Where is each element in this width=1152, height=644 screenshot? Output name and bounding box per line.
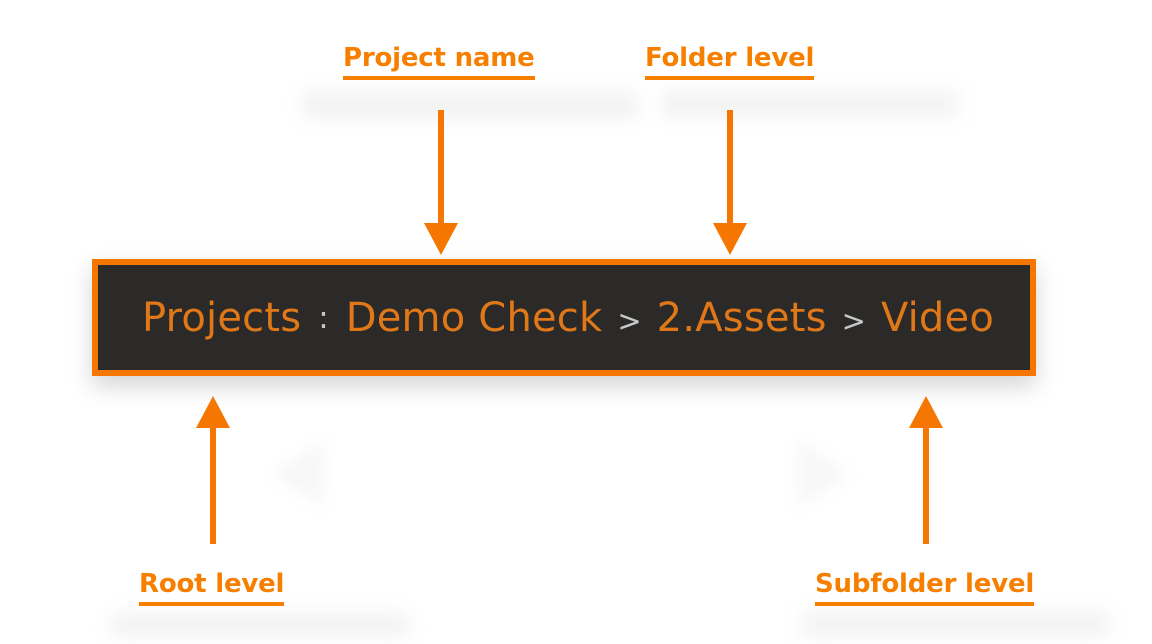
breadcrumb-separator-colon: : [318, 299, 329, 336]
annotation-arrow-project-name [424, 110, 458, 255]
background-ghost-right-arrow-icon [798, 440, 850, 508]
annotation-label-subfolder-level: Subfolder level [815, 570, 1034, 606]
breadcrumb-bar: Projects : Demo Check > 2.Assets > Video [92, 259, 1036, 376]
arrow-shaft [438, 110, 444, 227]
annotation-label-project-name: Project name [343, 44, 535, 80]
arrow-head-down-icon [424, 223, 458, 255]
arrow-head-down-icon [713, 223, 747, 255]
arrow-shaft [923, 424, 929, 544]
breadcrumb-item-subfolder[interactable]: Video [880, 294, 995, 341]
annotation-arrow-subfolder-level [909, 396, 943, 544]
breadcrumb-separator-chevron-icon: > [617, 303, 642, 338]
background-ghost-shape [660, 92, 960, 116]
annotation-label-root-level: Root level [139, 570, 284, 606]
breadcrumb-separator-chevron-icon: > [841, 303, 866, 338]
background-ghost-shape [110, 614, 410, 636]
background-ghost-shape [800, 612, 1110, 636]
breadcrumb-item-root[interactable]: Projects [142, 294, 302, 341]
arrow-shaft [727, 110, 733, 227]
annotation-arrow-folder-level [713, 110, 747, 255]
breadcrumb: Projects : Demo Check > 2.Assets > Video [98, 298, 994, 338]
background-ghost-left-arrow-icon [272, 440, 324, 508]
arrow-shaft [210, 424, 216, 544]
arrow-head-up-icon [196, 396, 230, 428]
breadcrumb-item-folder[interactable]: 2.Assets [656, 294, 827, 341]
annotation-arrow-root-level [196, 396, 230, 544]
breadcrumb-item-project[interactable]: Demo Check [345, 294, 603, 341]
annotation-label-folder-level: Folder level [645, 44, 814, 80]
background-ghost-shape [300, 92, 640, 118]
arrow-head-up-icon [909, 396, 943, 428]
